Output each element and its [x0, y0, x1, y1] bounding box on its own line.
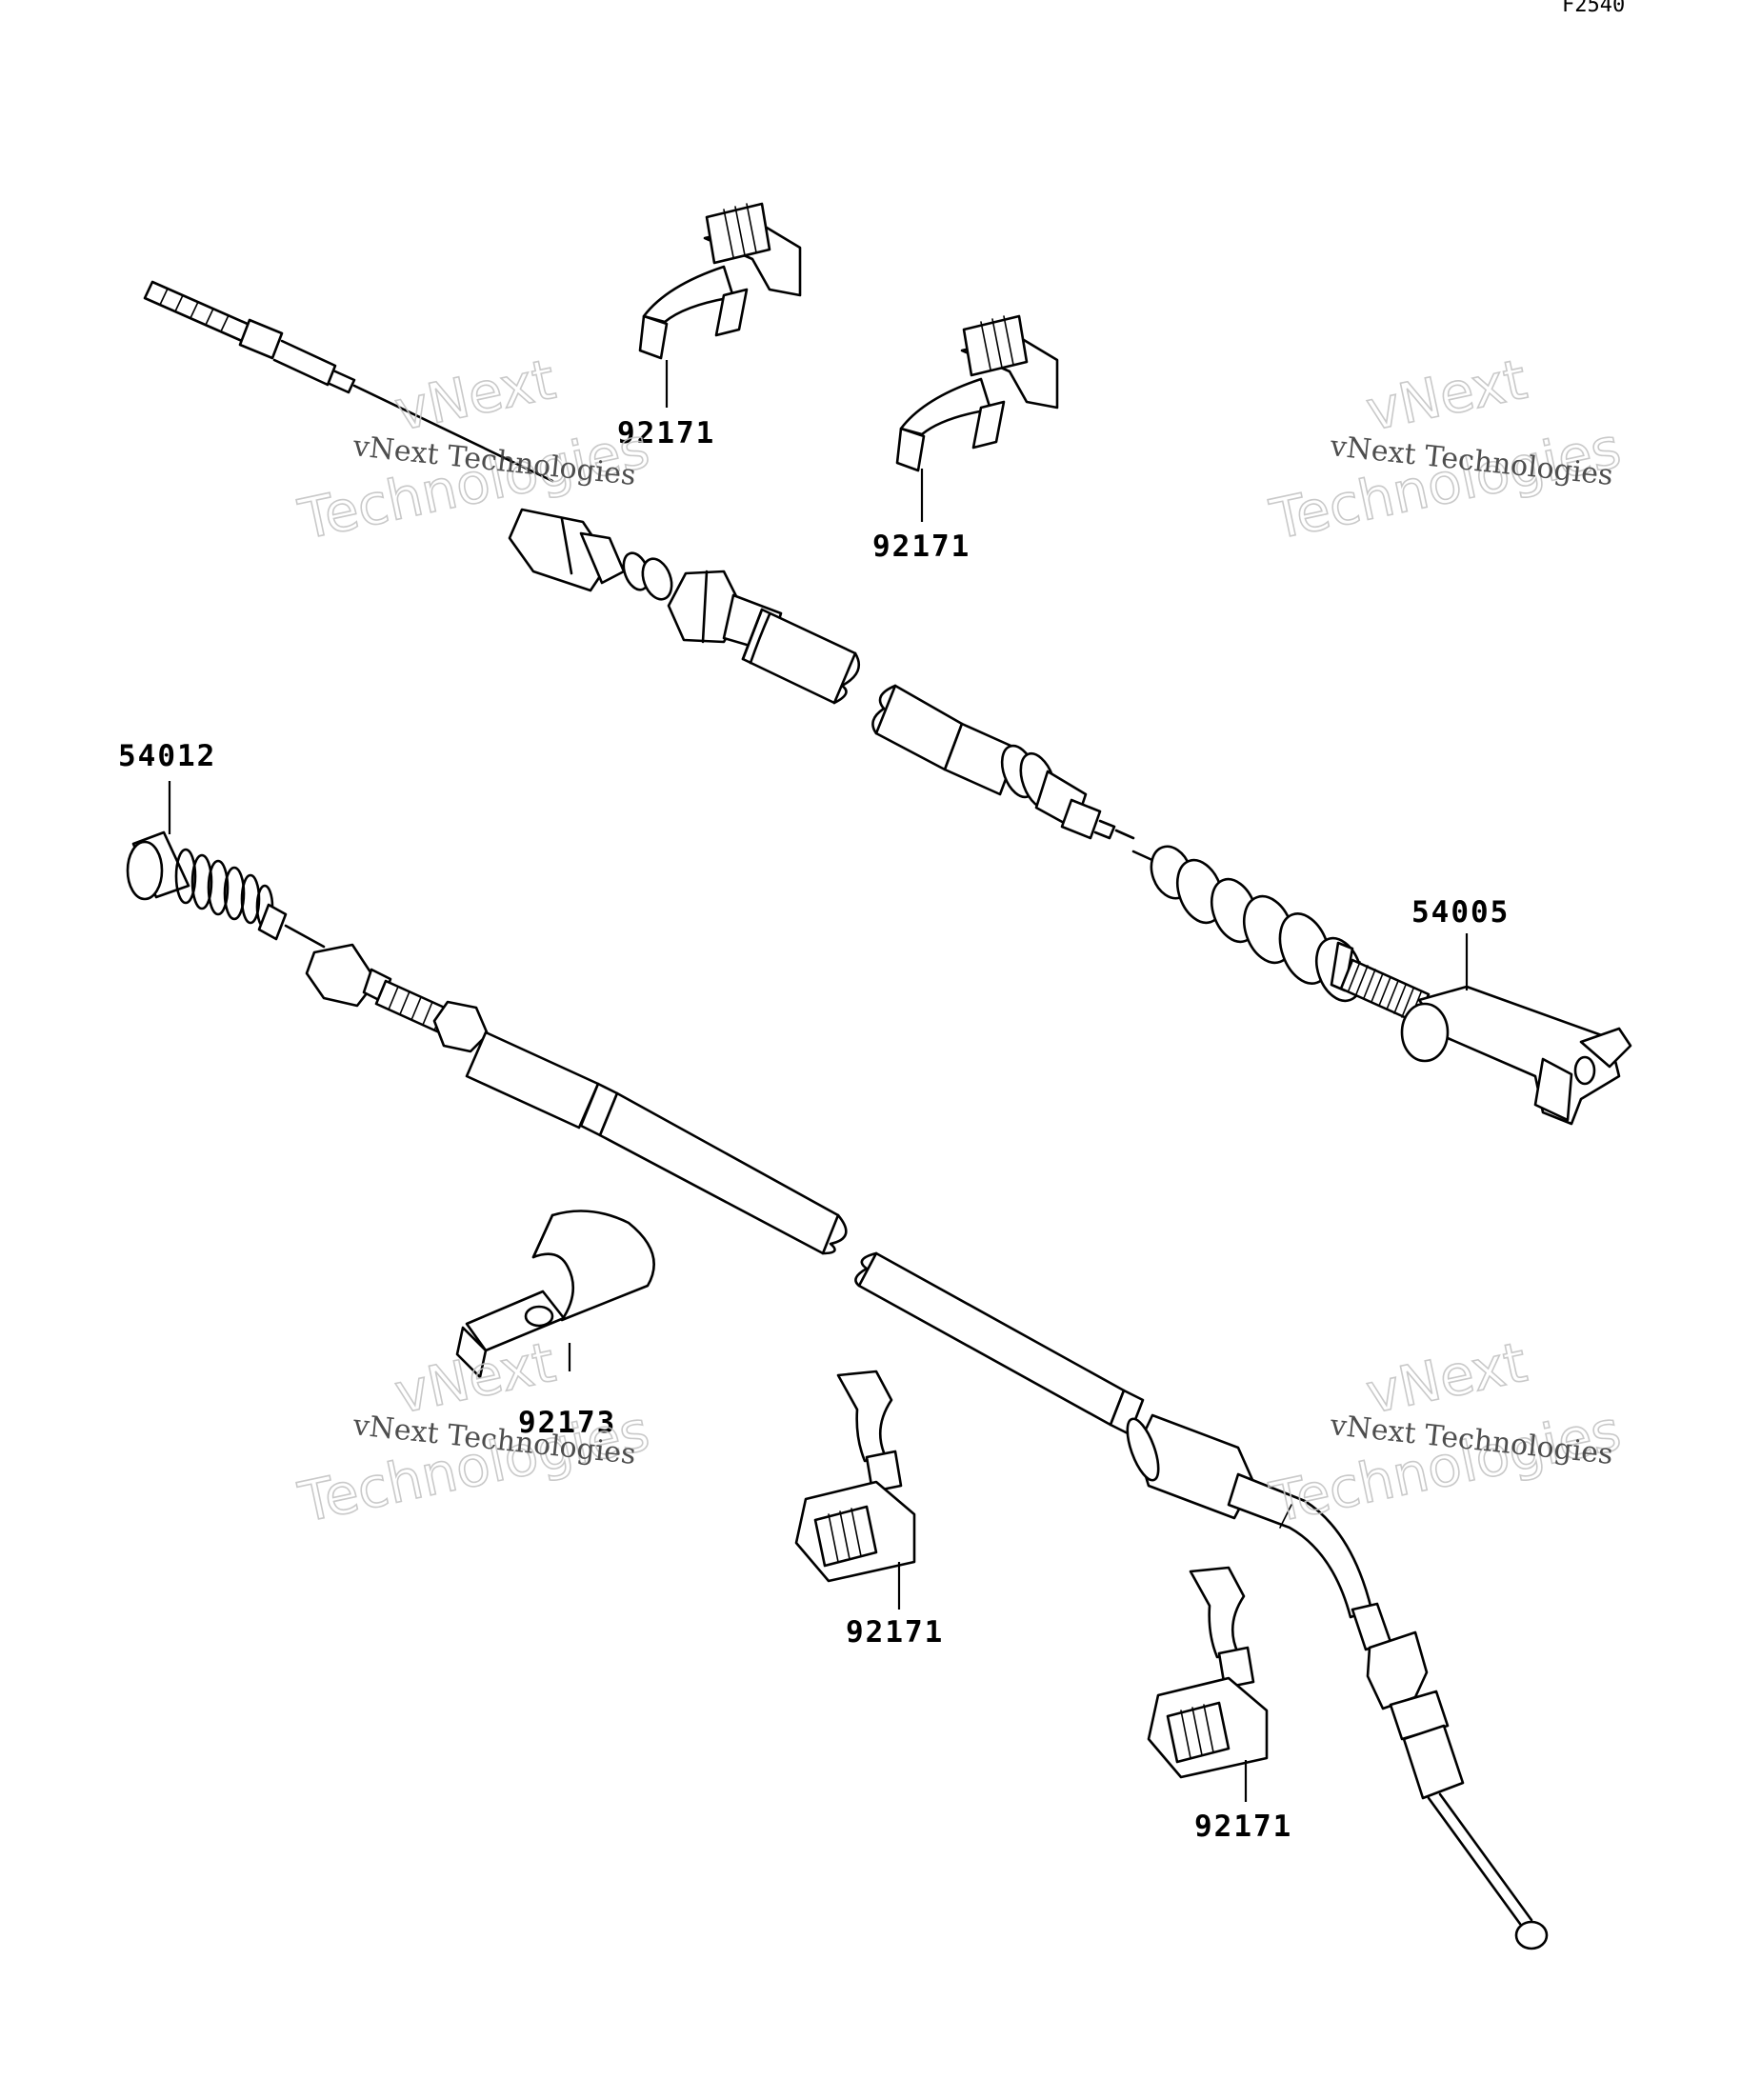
clamp-bracket: [455, 1210, 655, 1379]
svg-text:vNext: vNext: [390, 347, 561, 444]
diagram-code: F2540: [1562, 0, 1625, 17]
cable-upper-adjuster: [508, 508, 783, 653]
cable-upper-casing-a: [741, 608, 860, 705]
cable-lower-spring: [174, 848, 288, 941]
cable-upper-wire: [352, 384, 554, 483]
cable-lower-casing-b: [854, 1251, 1255, 1520]
cable-lower-adjuster: [305, 943, 490, 1053]
part-number-clamp-bottom-mid: 92171: [846, 1615, 944, 1650]
watermark-top-right: vNext Technologies vNext Technologies: [1264, 346, 1627, 553]
clamp-top-left: [638, 202, 802, 360]
watermark-bottom-left: vNext Technologies vNext Technologies: [292, 1329, 655, 1536]
cable-lower-fitting: [1351, 1602, 1549, 1950]
clamp-bottom-mid: [794, 1370, 916, 1583]
svg-text:vNext: vNext: [1361, 1330, 1532, 1427]
part-number-clamp-top-mid: 92171: [872, 530, 971, 564]
watermark-bottom-right: vNext Technologies vNext Technologies: [1264, 1329, 1627, 1536]
cable-upper-threaded-end: [143, 280, 356, 394]
clamp-bottom-right: [1147, 1566, 1269, 1779]
part-number-cable-clutch: 54005: [1411, 895, 1510, 930]
part-number-clamp-bottom-right: 92171: [1194, 1810, 1292, 1844]
cable-upper: [143, 280, 1632, 1126]
part-number-clamp-top-left: 92171: [617, 416, 715, 450]
cable-lower-casing-a: [465, 1030, 848, 1255]
part-number-clamp-bracket: 92173: [518, 1406, 616, 1440]
cable-upper-wire-b: [1114, 829, 1135, 840]
part-number-cable-clutch-end: 54012: [118, 739, 216, 773]
cable-upper-casing-b: [871, 684, 1116, 840]
cable-upper-clevis: [1400, 985, 1632, 1126]
clamp-top-mid: [895, 314, 1059, 472]
cable-lower-wire: [284, 924, 326, 949]
cable-upper-boot: [1150, 845, 1364, 1003]
svg-text:vNext: vNext: [1361, 347, 1532, 444]
cable-lower-cap: [126, 830, 190, 901]
cable-lower: [126, 830, 1549, 1950]
